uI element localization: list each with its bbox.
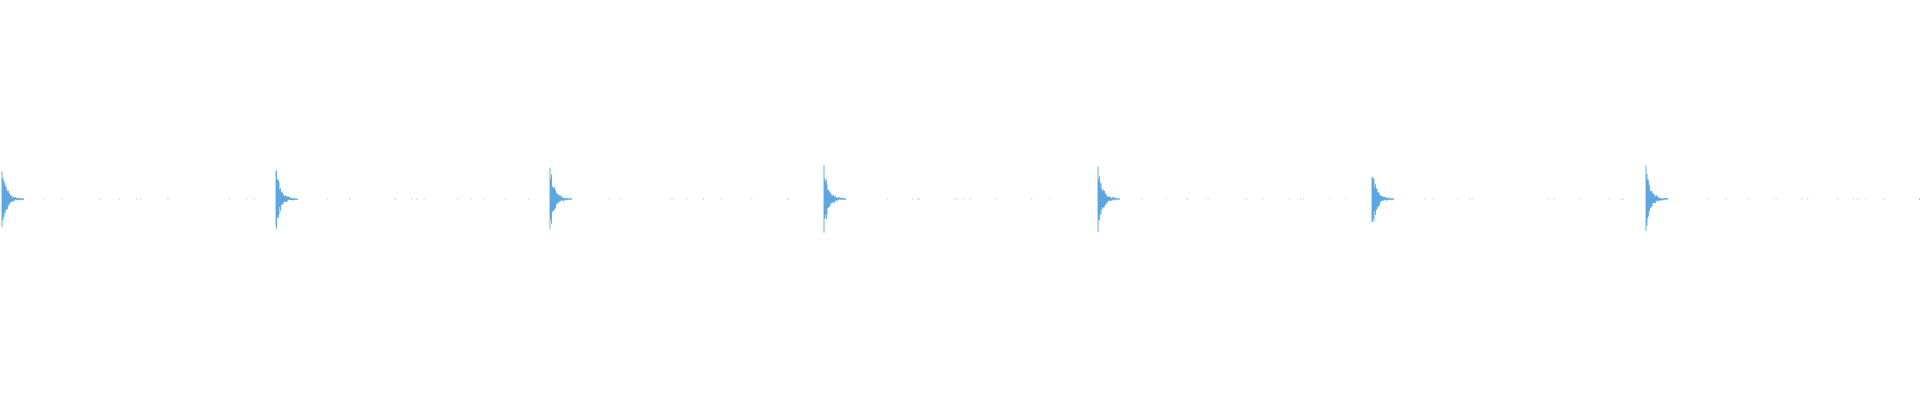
- waveform-pulse: [1645, 165, 1668, 231]
- waveform-noise-dot: [1288, 198, 1290, 200]
- waveform-noise-dot: [702, 198, 704, 200]
- waveform-noise-dot: [139, 198, 141, 200]
- waveform-noise-dot: [787, 198, 789, 200]
- waveform-noise-dot: [1800, 198, 1802, 200]
- waveform-noise-dot: [1865, 198, 1867, 200]
- waveform-noise-dot: [504, 198, 506, 200]
- waveform-pulse: [1371, 176, 1394, 222]
- waveform-noise-dot: [1468, 198, 1470, 200]
- waveform-noise-dot: [1608, 198, 1610, 200]
- waveform-noise-dot: [1852, 198, 1854, 200]
- waveform-noise-dot: [670, 198, 672, 200]
- waveform-noise-dot: [1303, 198, 1304, 200]
- waveform-noise-dot: [423, 198, 425, 200]
- waveform-noise-dot: [608, 198, 610, 200]
- waveform-pulse: [1, 171, 24, 227]
- waveform-noise-dot: [956, 198, 958, 200]
- waveform-noise-dot: [528, 198, 529, 200]
- waveform-noise-dot: [1424, 198, 1426, 200]
- waveform-noise-dot: [1836, 198, 1838, 200]
- waveform-noise-dot: [912, 198, 914, 200]
- waveform-noise-dot: [1580, 198, 1582, 200]
- waveform-noise-dot: [411, 198, 412, 200]
- waveform-noise-dot: [1725, 198, 1727, 200]
- waveform-pulse: [549, 167, 572, 230]
- waveform-noise-dot: [1141, 198, 1143, 200]
- waveform-noise-dot: [1329, 198, 1331, 200]
- waveform-noise-dot: [167, 198, 169, 200]
- waveform-noise-dot: [1345, 198, 1347, 200]
- waveform-noise-dot: [457, 198, 458, 200]
- waveform-noise-dot: [970, 198, 972, 200]
- waveform-pulses: [1, 165, 1920, 233]
- waveform-noise-dot: [99, 198, 101, 200]
- waveform-noise-dot: [119, 198, 120, 200]
- waveform-noise-dot: [953, 198, 955, 200]
- waveform-noise-dot: [1548, 198, 1550, 200]
- waveform-noise-dot: [1471, 198, 1473, 200]
- waveform-noise-dot: [672, 198, 674, 200]
- waveform-noise-dot: [1621, 198, 1623, 200]
- waveform-noise-dot: [254, 198, 255, 200]
- waveform-noise-dot: [483, 198, 485, 200]
- waveform-noise-dot: [470, 198, 472, 200]
- waveform-noise-dot: [1856, 198, 1858, 200]
- waveform-noise-dot: [1246, 198, 1248, 200]
- waveform-pulse: [823, 165, 846, 233]
- waveform-noise-dot: [1622, 198, 1624, 200]
- waveform-noise-dot: [962, 198, 964, 200]
- waveform-noise-dot: [136, 198, 138, 200]
- waveform-noise-dot: [246, 198, 248, 200]
- waveform-noise-dot: [751, 198, 753, 200]
- waveform-noise-dot: [1554, 198, 1556, 200]
- waveform-noise-dot: [1165, 198, 1167, 200]
- waveform-noise-dot: [1883, 198, 1885, 200]
- waveform-noise-dot: [918, 198, 920, 200]
- waveform-noise-dot: [1300, 198, 1302, 200]
- waveform-noise-dot: [415, 198, 417, 200]
- waveform-noise-dot: [1187, 198, 1188, 200]
- waveform-noise-dot: [1775, 198, 1777, 200]
- waveform-pulse: [275, 170, 298, 229]
- waveform-noise-dot: [228, 198, 230, 200]
- waveform-noise-dot: [886, 198, 888, 200]
- waveform-noise-dot: [1049, 198, 1051, 200]
- waveform-noise-dot: [349, 198, 350, 200]
- waveform-noise-dot: [1748, 198, 1750, 200]
- waveform-pulse: [1097, 166, 1120, 232]
- waveform-noise-dot: [1807, 198, 1809, 200]
- waveform-noise-dot: [620, 198, 622, 200]
- waveform-noise-dot: [1262, 198, 1264, 200]
- waveform-noise-dot: [1457, 198, 1459, 200]
- waveform-noise-dot: [995, 198, 997, 200]
- waveform-noise-dot: [720, 198, 722, 200]
- waveform-noise-dot: [1207, 198, 1209, 200]
- waveform-noise-dot: [395, 198, 396, 200]
- waveform-noise-dot: [1707, 198, 1709, 200]
- waveform-noise-dot: [1031, 198, 1033, 200]
- waveform-noise-dot: [1432, 198, 1434, 200]
- waveform-noise-dot: [43, 198, 45, 200]
- waveform-noise-dot: [327, 198, 329, 200]
- waveform-noise-dot: [61, 198, 63, 200]
- waveform-noise-dot: [686, 198, 688, 200]
- waveform-noise-dot: [917, 198, 919, 200]
